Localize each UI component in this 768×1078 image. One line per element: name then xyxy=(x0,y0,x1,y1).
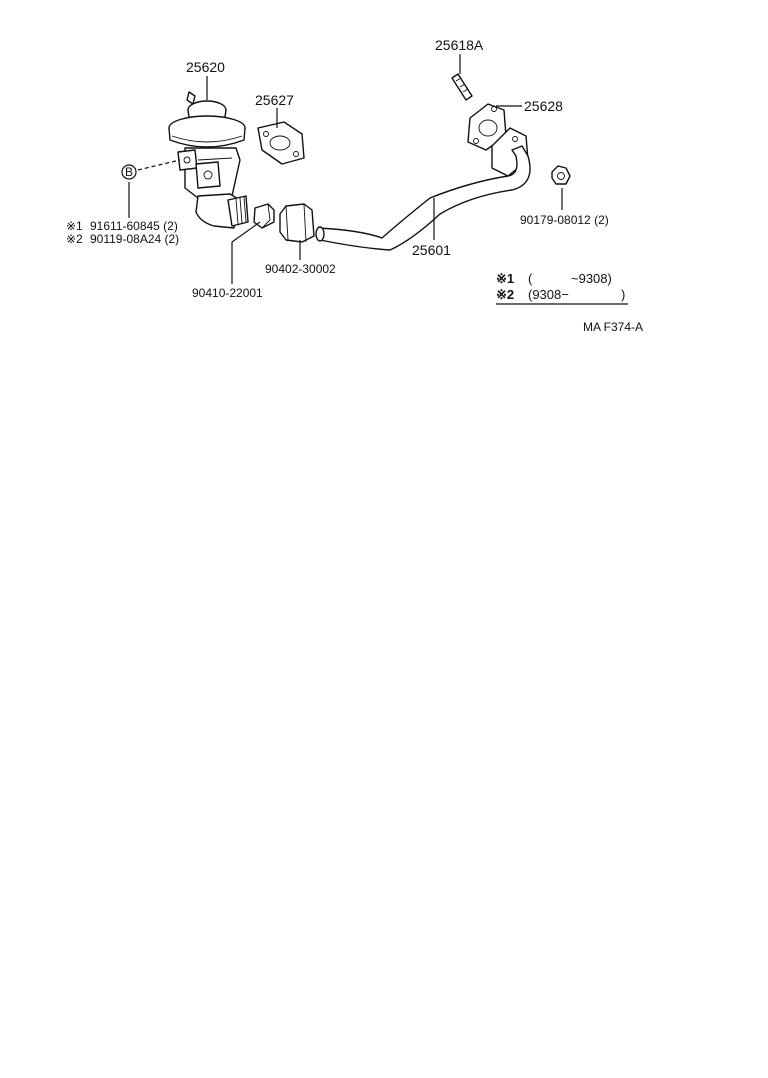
note1-mark: ※1 xyxy=(66,219,83,233)
legend-row2-close: ) xyxy=(621,287,625,302)
label-25618a: 25618A xyxy=(435,37,484,53)
label-90179: 90179-08012 (2) xyxy=(520,213,609,227)
label-90402: 90402-30002 xyxy=(265,262,336,276)
note1-text: 91611-60845 (2) xyxy=(90,219,178,233)
label-25601: 25601 xyxy=(412,242,451,258)
egr-pipe-25601-drawing xyxy=(315,127,531,251)
label-25628: 25628 xyxy=(524,98,563,114)
legend-row2-mark: ※2 xyxy=(496,287,514,302)
label-90410: 90410-22001 xyxy=(192,286,263,300)
bolt-reference-circle xyxy=(121,164,137,180)
legend-row2-range: (9308− xyxy=(528,287,569,302)
nut-90179-drawing xyxy=(551,165,571,185)
bolt-reference-letter: B xyxy=(125,165,133,179)
stud-bolt-25618a-drawing xyxy=(451,73,473,101)
label-25627: 25627 xyxy=(255,92,294,108)
legend-row1-open: ( xyxy=(528,271,533,286)
union-nut-90402-drawing xyxy=(279,203,315,243)
label-25620: 25620 xyxy=(186,59,225,75)
leader-lines xyxy=(128,54,628,305)
legend-row1-mark: ※1 xyxy=(496,271,514,286)
gasket-25627-drawing xyxy=(257,121,305,165)
note2-text: 90119-08A24 (2) xyxy=(90,232,179,246)
legend-row1-range: ~9308) xyxy=(571,271,612,286)
note2-mark: ※2 xyxy=(66,232,83,246)
gasket-25628-drawing xyxy=(467,103,507,151)
egr-valve-drawing xyxy=(168,91,249,229)
figure-code: MA F374-A xyxy=(583,320,643,334)
